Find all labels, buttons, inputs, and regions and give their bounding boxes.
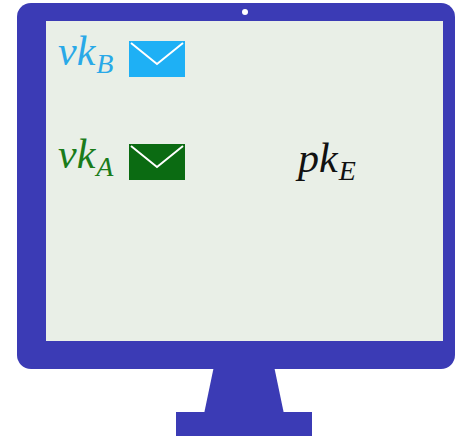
envelope-icon <box>129 144 185 180</box>
monitor-frame <box>17 3 455 369</box>
key-subscript: B <box>96 50 113 78</box>
monitor-base <box>176 412 312 436</box>
camera-dot <box>242 9 248 15</box>
key-subscript: A <box>96 153 113 181</box>
monitor-neck <box>204 366 284 414</box>
monitor-screen <box>46 21 443 341</box>
key-name: vk <box>58 30 95 72</box>
key-subscript: E <box>339 157 356 185</box>
key-name: vk <box>58 133 95 175</box>
envelope-icon <box>129 41 185 77</box>
key-name: pk <box>298 137 338 179</box>
